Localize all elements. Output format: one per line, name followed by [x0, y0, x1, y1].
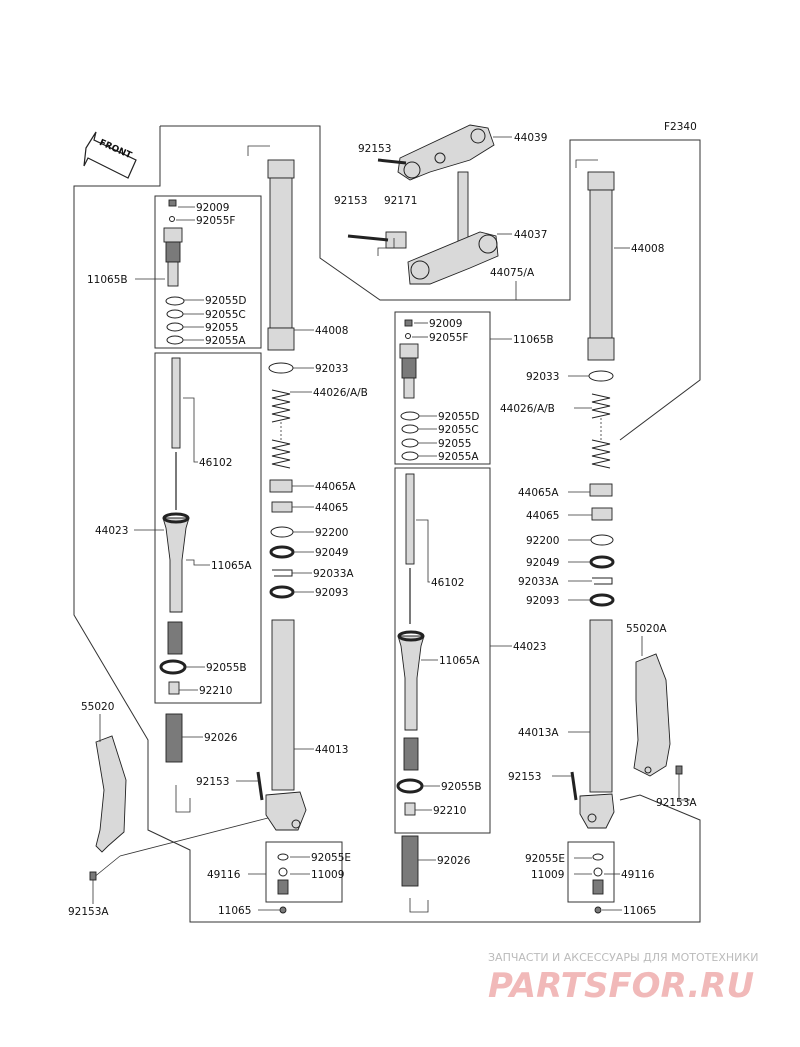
watermark-tagline: ЗАПЧАСТИ И АКСЕССУАРЫ ДЛЯ МОТОТЕХНИКИ — [488, 951, 758, 964]
label-44065-left: 44065 — [315, 502, 348, 514]
label-92093-left: 92093 — [315, 587, 348, 599]
right-drain-parts — [592, 853, 604, 914]
label-92055B-left: 92055B — [206, 662, 247, 674]
label-92055E-right: 92055E — [525, 853, 565, 865]
label-92055A-left: 92055A — [205, 335, 246, 347]
label-46102-left: 46102 — [199, 457, 232, 469]
steering-stem-lower-clamp — [385, 171, 512, 285]
label-46102-center: 46102 — [431, 577, 464, 589]
label-11009-left: 11009 — [311, 869, 344, 881]
left-tube-leaders — [236, 329, 314, 911]
label-92049-left: 92049 — [315, 547, 348, 559]
watermark-logo: PARTSFOR.RU — [488, 966, 754, 1006]
label-49116-right: 49116 — [621, 869, 655, 881]
label-44065A-right: 44065A — [518, 487, 559, 499]
label-44065A-left: 44065A — [315, 481, 356, 493]
label-55020: 55020 — [81, 701, 114, 713]
label-44008-left: 44008 — [315, 325, 348, 337]
label-92009-left: 92009 — [196, 202, 229, 214]
left-leader-lines — [134, 206, 210, 813]
label-92153A-left: 92153A — [68, 906, 109, 918]
left-fork-tube — [247, 145, 307, 831]
label-92210-left: 92210 — [199, 685, 232, 697]
label-44023-center: 44023 — [513, 641, 546, 653]
label-44023-left: 44023 — [95, 525, 128, 537]
label-92055-center: 92055 — [438, 438, 471, 450]
label-92033A-right: 92033A — [518, 576, 559, 588]
label-92153A-right: 92153A — [656, 797, 697, 809]
label-11065-right: 11065 — [623, 905, 656, 917]
label-44013A: 44013A — [518, 727, 559, 739]
label-92055C-left: 92055C — [205, 309, 246, 321]
label-92055E-left: 92055E — [311, 852, 351, 864]
label-92200-left: 92200 — [315, 527, 348, 539]
right-tube-leaders — [552, 247, 630, 911]
label-11065B-center: 11065B — [513, 334, 554, 346]
label-44037: 44037 — [514, 229, 547, 241]
label-92026-left: 92026 — [204, 732, 238, 744]
label-92153-left: 92153 — [196, 776, 229, 788]
label-92033-left: 92033 — [315, 363, 348, 375]
label-92153-right: 92153 — [508, 771, 541, 783]
label-92033-right: 92033 — [526, 371, 559, 383]
label-49116-left: 49116 — [207, 869, 241, 881]
label-92055D-left: 92055D — [205, 295, 247, 307]
label-92049-right: 92049 — [526, 557, 559, 569]
label-92200-right: 92200 — [526, 535, 559, 547]
label-44013-left: 44013 — [315, 744, 348, 756]
center-cartridge-parts — [396, 319, 429, 913]
label-44008-right: 44008 — [631, 243, 664, 255]
label-44026-left: 44026/A/B — [313, 387, 368, 399]
label-92055F-center: 92055F — [429, 332, 468, 344]
center-leader-lines — [412, 322, 512, 861]
left-drain-parts — [277, 853, 289, 914]
front-direction-arrow: FRONT — [83, 131, 137, 179]
assembly-frames — [73, 125, 701, 923]
right-fork-tube — [570, 159, 615, 829]
label-92093-right: 92093 — [526, 595, 559, 607]
label-55020A: 55020A — [626, 623, 667, 635]
label-92055B-center: 92055B — [441, 781, 482, 793]
label-92153-top2: 92153 — [334, 195, 367, 207]
label-92055C-center: 92055C — [438, 424, 479, 436]
label-92009-center: 92009 — [429, 318, 462, 330]
left-spring — [271, 389, 291, 469]
label-92055F-left: 92055F — [196, 215, 235, 227]
label-11065A-left: 11065A — [211, 560, 252, 572]
label-11065A-center: 11065A — [439, 655, 480, 667]
upper-triple-clamp — [397, 124, 512, 181]
label-92055D-center: 92055D — [438, 411, 480, 423]
left-cartridge-parts — [159, 199, 190, 763]
label-44065-right: 44065 — [526, 510, 559, 522]
label-92055A-center: 92055A — [438, 451, 479, 463]
label-11065-left: 11065 — [218, 905, 251, 917]
right-spring — [591, 393, 611, 469]
label-11009-right: 11009 — [531, 869, 564, 881]
label-44039: 44039 — [514, 132, 547, 144]
right-guard — [633, 636, 690, 801]
label-92026-center: 92026 — [437, 855, 471, 867]
clamp-bolts — [347, 158, 517, 300]
label-92171: 92171 — [384, 195, 417, 207]
left-fork-guard — [89, 714, 269, 904]
label-92210-center: 92210 — [433, 805, 466, 817]
label-92055-left: 92055 — [205, 322, 238, 334]
diagram-code: F2340 — [664, 121, 697, 133]
label-44026-right: 44026/A/B — [500, 403, 555, 415]
label-92153-top1: 92153 — [358, 143, 391, 155]
label-11065B-left: 11065B — [87, 274, 128, 286]
label-44075: 44075/A — [490, 267, 535, 279]
label-92033A-left: 92033A — [313, 568, 354, 580]
